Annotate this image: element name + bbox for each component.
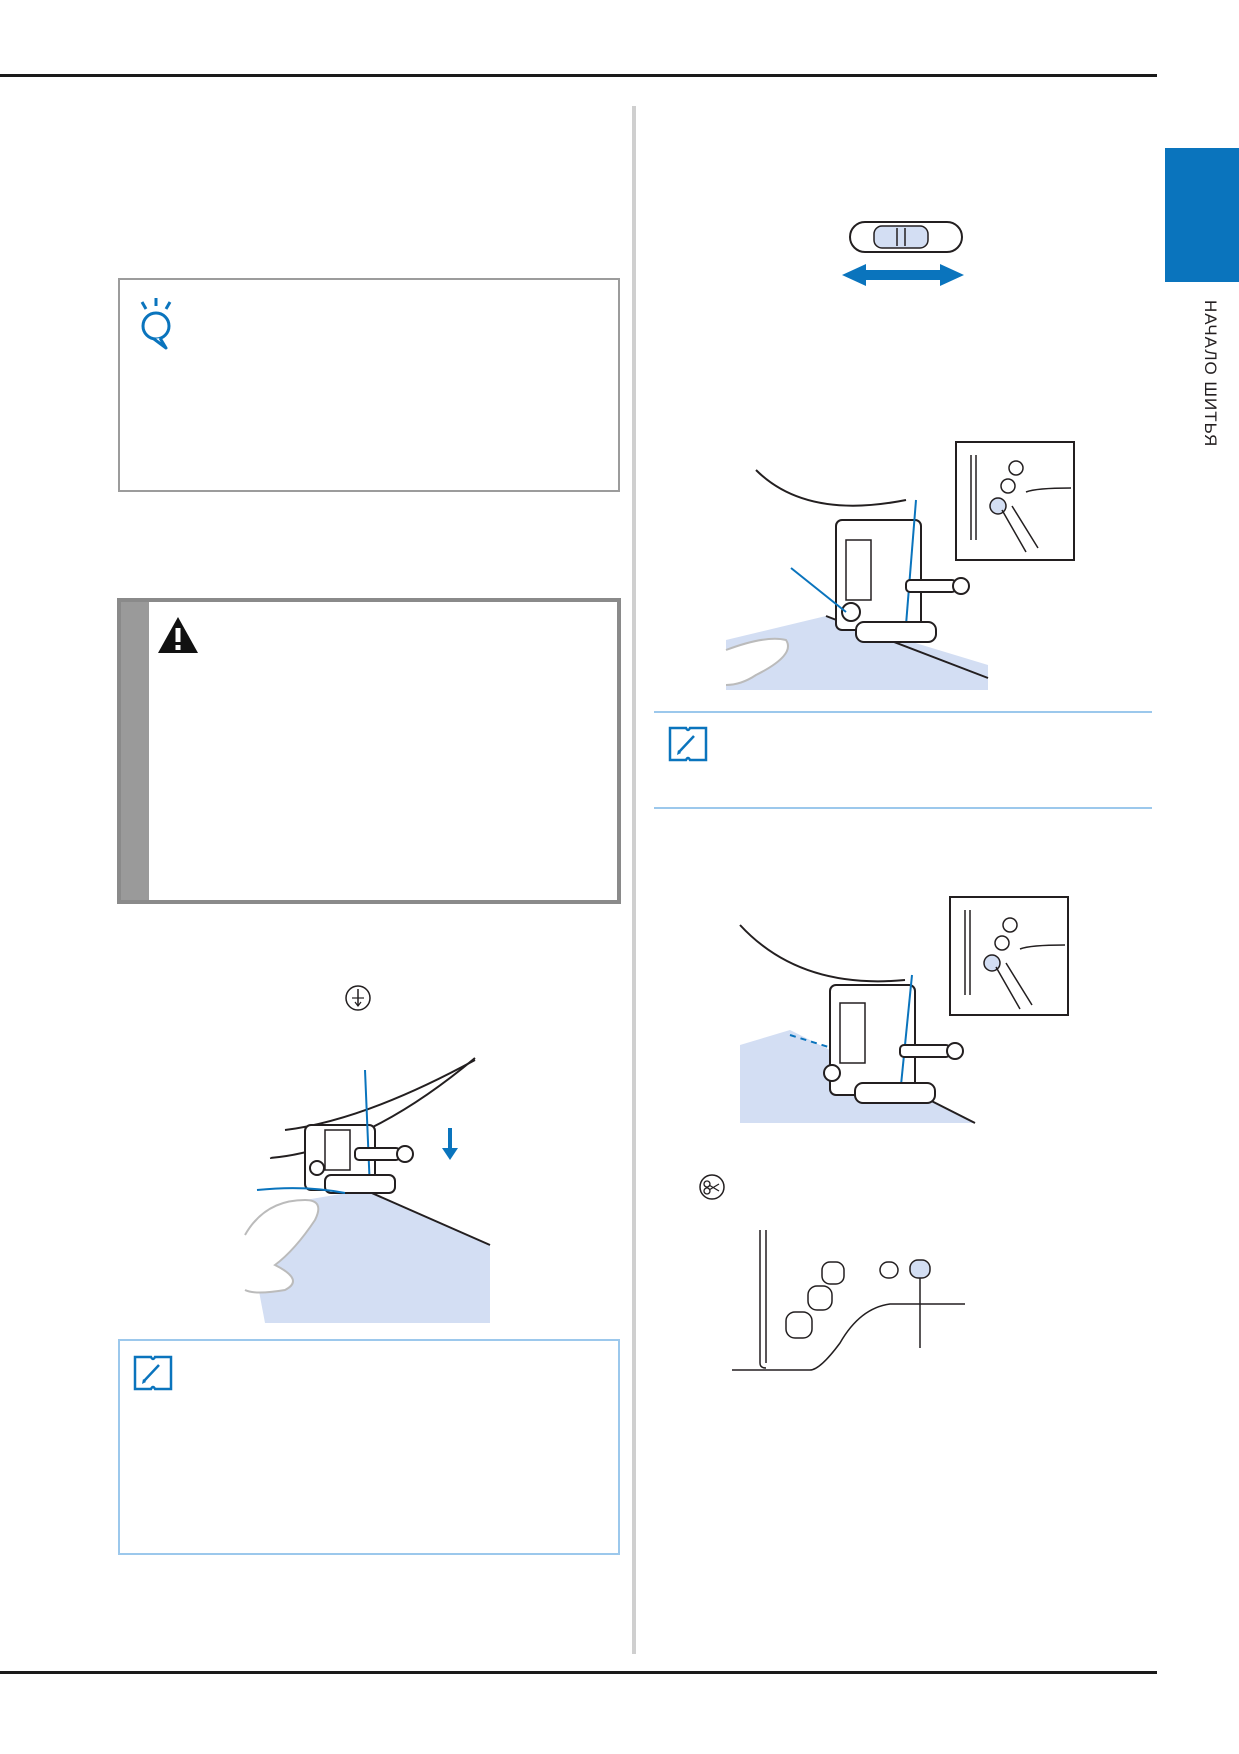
chapter-tab bbox=[1165, 148, 1239, 282]
caution-box bbox=[117, 598, 621, 904]
caution-side-bar bbox=[121, 602, 149, 900]
top-rule bbox=[0, 74, 1157, 77]
needle-lowering-illustration bbox=[244, 1057, 491, 1323]
warning-triangle-icon bbox=[158, 617, 198, 653]
bottom-rule bbox=[0, 1671, 1157, 1674]
chapter-tab-label: НАЧАЛО ШИТЬЯ bbox=[1201, 300, 1220, 448]
column-divider bbox=[632, 106, 636, 1654]
lightbulb-note-icon bbox=[140, 298, 172, 350]
memo-box-left bbox=[118, 1339, 620, 1555]
memo-right-top-line bbox=[654, 711, 1152, 713]
button-panel-illustration bbox=[732, 1230, 965, 1371]
speed-slider-illustration bbox=[842, 221, 964, 286]
memo-right-bottom-line bbox=[654, 807, 1152, 809]
stop-sewing-illustration bbox=[739, 896, 1069, 1124]
needle-position-button-icon bbox=[345, 985, 371, 1011]
note-box bbox=[118, 278, 620, 492]
thread-cutter-button-icon bbox=[699, 1174, 725, 1200]
start-sewing-illustration bbox=[725, 441, 1075, 690]
memo-pencil-icon bbox=[668, 726, 708, 762]
memo-pencil-icon bbox=[133, 1355, 173, 1391]
